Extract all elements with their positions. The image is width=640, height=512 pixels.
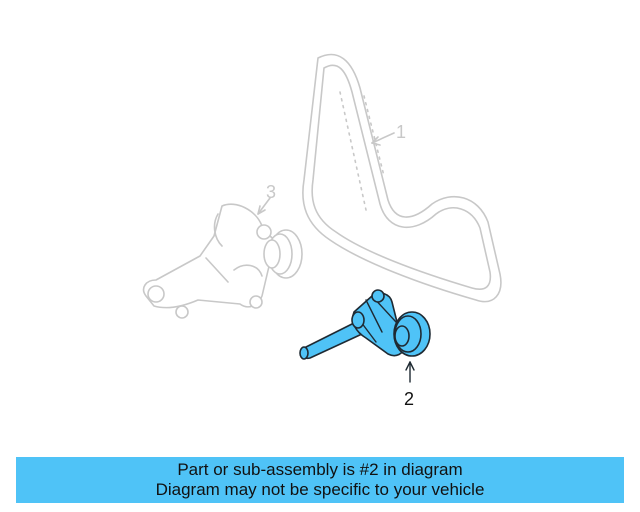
drive-belt	[302, 53, 502, 303]
callout-3: 3	[257, 182, 276, 215]
banner-line-1: Part or sub-assembly is #2 in diagram	[177, 460, 463, 479]
belt-tensioner	[299, 289, 431, 360]
callout-2: 2	[404, 361, 415, 409]
callout-3-label: 3	[266, 182, 276, 202]
callout-1: 1	[371, 122, 406, 146]
callout-2-label: 2	[404, 389, 414, 409]
callout-1-label: 1	[396, 122, 406, 142]
tensioner-bracket	[142, 203, 303, 319]
parts-diagram: 1 3 2	[142, 53, 502, 409]
info-banner: Part or sub-assembly is #2 in diagram Di…	[16, 457, 624, 503]
banner-line-2: Diagram may not be specific to your vehi…	[155, 480, 485, 499]
